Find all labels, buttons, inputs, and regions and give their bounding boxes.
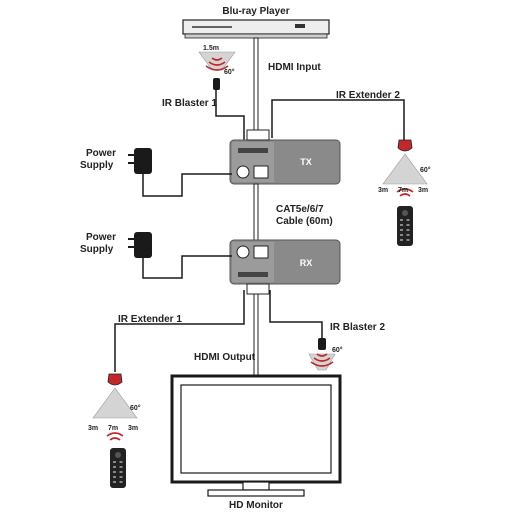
ir-extender-2-cable [271,99,405,140]
power-adapter-1-icon [128,148,152,174]
blaster-1-range: 1.5m [203,45,219,52]
hdmi-input-cable [253,37,259,137]
ir-extender-2-left: 3m [378,187,388,194]
cable-label-line2: Cable (60m) [276,216,333,227]
ir-blaster-2-cable [269,290,323,338]
ir-blaster-2-angle: 60° [332,346,343,354]
ir-extender-1-angle: 60° [130,404,141,412]
ir-extender-1-cable [114,290,245,372]
ir-blaster-2-label: IR Blaster 2 [330,322,385,333]
ir-extender-1-label: IR Extender 1 [118,314,182,325]
power-1-label-line1: Power [86,148,116,159]
cat-cable [253,183,259,241]
power-1-label-line2: Supply [80,160,114,171]
tv-monitor-icon [170,374,342,497]
blu-ray-player-icon [182,19,330,39]
player-label: Blu-ray Player [222,6,289,17]
monitor-label: HD Monitor [229,500,283,511]
tx-device [229,129,341,185]
remote-control-1-icon [110,448,126,488]
tx-label: TX [300,157,312,167]
hdmi-output-label: HDMI Output [194,352,256,363]
ir-extender-1-center: 7m [108,425,118,432]
power-1-cable [142,173,232,197]
ir-extender-2-angle: 60° [420,166,431,174]
hdmi-output-cable [253,293,259,377]
ir-blaster-2-icon [308,338,336,371]
ir-blaster-1-label: IR Blaster 1 [162,98,217,109]
ir-extender-1-right: 3m [128,425,138,432]
ir-extender-1-left: 3m [88,425,98,432]
rx-label: RX [300,258,313,268]
cable-label-line1: CAT5e/6/7 [276,204,324,215]
power-2-cable [142,255,232,279]
ir-extender-1-icon [92,373,138,441]
blaster-1-angle: 60° [224,68,235,76]
power-2-label-line1: Power [86,232,116,243]
hdmi-input-label: HDMI Input [268,62,321,73]
ir-extender-2-label: IR Extender 2 [336,90,400,101]
rx-device [229,239,341,295]
power-adapter-2-icon [128,232,152,258]
power-2-label-line2: Supply [80,244,114,255]
ir-extender-2-right: 3m [418,187,428,194]
ir-extender-2-center: 7m [398,187,408,194]
remote-control-2-icon [397,206,413,246]
ir-extender-2-icon [382,139,428,197]
ir-blaster-1-icon [198,51,236,90]
ir-blaster-1-cable [215,90,245,140]
